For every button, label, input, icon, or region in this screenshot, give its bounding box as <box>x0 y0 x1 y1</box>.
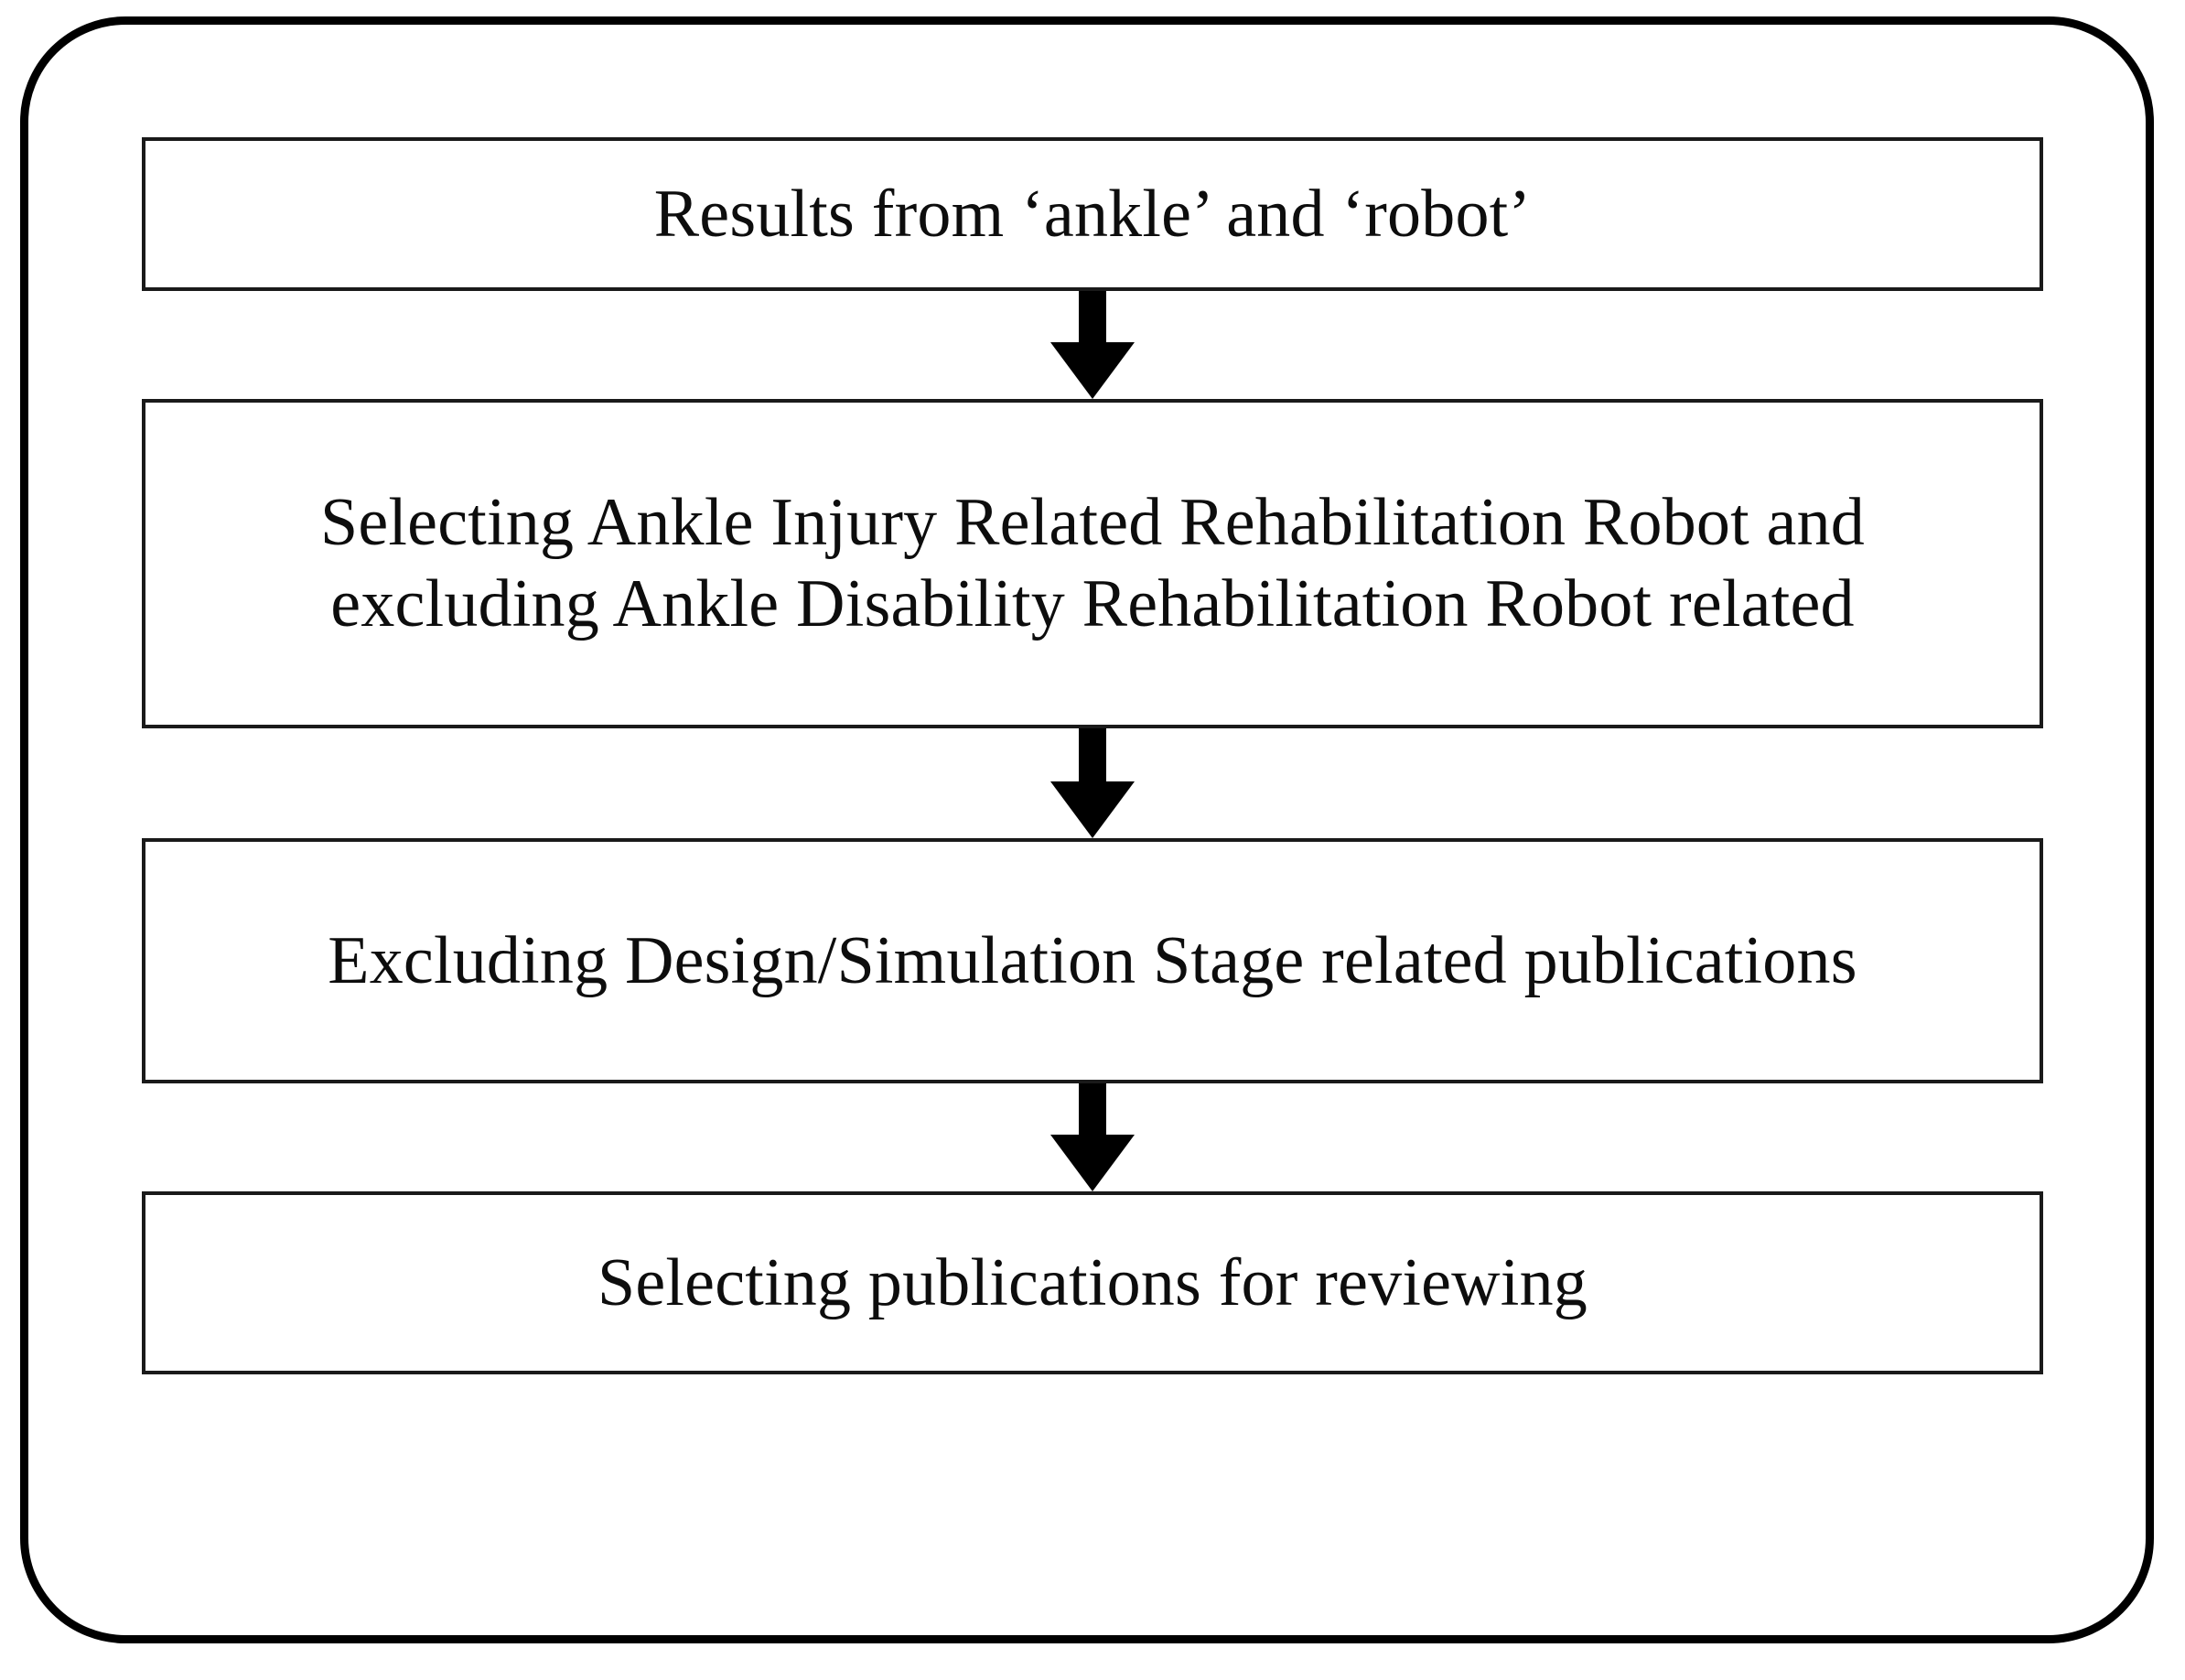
flow-step-label-3: Excluding Design/Simulation Stage relate… <box>328 922 1857 998</box>
arrow-shaft <box>1079 1083 1106 1135</box>
arrow-shaft <box>1079 728 1106 781</box>
flow-connector-1 <box>142 291 2043 399</box>
arrow-shaft <box>1079 291 1106 342</box>
arrow-head <box>1050 1135 1135 1191</box>
flow-step-box-4[interactable]: Selecting publications for reviewing <box>142 1191 2043 1374</box>
flow-step-box-3[interactable]: Excluding Design/Simulation Stage relate… <box>142 838 2043 1083</box>
flow-step-box-1[interactable]: Results from ‘ankle’ and ‘robot’ <box>142 137 2043 291</box>
flow-step-label-1: Results from ‘ankle’ and ‘robot’ <box>653 176 1532 252</box>
flow-connector-3 <box>142 1083 2043 1191</box>
arrow-head <box>1050 781 1135 838</box>
flow-step-stack: Results from ‘ankle’ and ‘robot’ Selecti… <box>142 137 2043 1374</box>
arrow-head <box>1050 342 1135 399</box>
flow-step-box-2[interactable]: Selecting Ankle Injury Related Rehabilit… <box>142 399 2043 728</box>
down-arrow-icon <box>1050 291 1135 399</box>
flow-connector-2 <box>142 728 2043 838</box>
flow-step-label-2: Selecting Ankle Injury Related Rehabilit… <box>320 485 1865 641</box>
down-arrow-icon <box>1050 728 1135 838</box>
flow-step-label-4: Selecting publications for reviewing <box>597 1244 1588 1320</box>
outer-rounded-frame <box>20 16 2154 1643</box>
down-arrow-icon <box>1050 1083 1135 1191</box>
